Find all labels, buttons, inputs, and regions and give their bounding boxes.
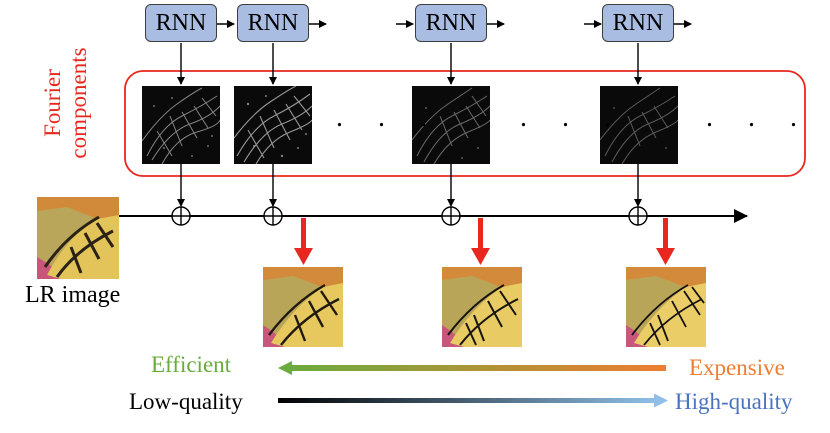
rnn-block-1: RNN	[145, 4, 217, 42]
ellipsis-3: . . .	[706, 102, 811, 133]
expensive-label: Expensive	[689, 355, 785, 380]
efficient-label: Efficient	[151, 352, 232, 377]
fourier-label-line2: components	[66, 47, 91, 159]
ellipsis-1: . . .	[336, 102, 441, 133]
lr-input-image	[37, 197, 119, 279]
sr-output-image	[442, 267, 522, 347]
lr-image-label: LR image	[25, 282, 121, 308]
fourier-components-frame	[124, 70, 806, 177]
adder-3	[441, 206, 461, 226]
rnn-block-4: RNN	[602, 4, 674, 42]
fourier-label-line1: Fourier	[40, 69, 65, 137]
sr-output-image	[263, 267, 343, 347]
rnn-block-label: RNN	[425, 9, 477, 36]
adder-4	[628, 206, 648, 226]
adder-2	[263, 206, 283, 226]
output-arrow-2	[471, 218, 490, 265]
low-quality-label: Low-quality	[129, 389, 243, 414]
fourier-component-thumbnail	[142, 86, 220, 164]
rnn-block-label: RNN	[612, 9, 664, 36]
high-quality-label: High-quality	[675, 389, 793, 414]
cost-gradient-arrow	[278, 361, 666, 375]
rnn-block-3: RNN	[415, 4, 487, 42]
fourier-component-thumbnail	[600, 86, 678, 164]
output-arrow-1	[294, 218, 313, 265]
sr-output-image	[626, 267, 706, 347]
fourier-component-thumbnail	[234, 86, 312, 164]
rnn-block-2: RNN	[237, 4, 309, 42]
fourier-component-thumbnail	[412, 86, 490, 164]
ellipsis-2: . . .	[520, 102, 625, 133]
rnn-block-label: RNN	[155, 9, 207, 36]
rnn-block-label: RNN	[247, 9, 299, 36]
output-arrow-3	[656, 218, 675, 265]
adder-1	[171, 206, 191, 226]
quality-gradient-arrow	[278, 393, 668, 408]
